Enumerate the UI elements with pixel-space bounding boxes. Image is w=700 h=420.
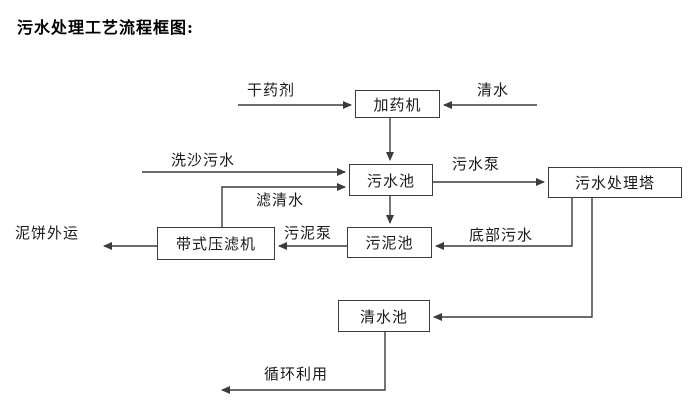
edge-label-clean-water: 清水 — [477, 81, 510, 99]
edge-label-mud-cake-out: 泥饼外运 — [15, 224, 80, 242]
node-sewage-pool: 污水池 — [349, 164, 433, 196]
edge-label-sewage-pump: 污水泵 — [452, 155, 501, 173]
edge-tower-to-clean-arrow — [433, 198, 593, 321]
node-sludge-pool: 污泥池 — [347, 227, 432, 258]
edge-label-recycle: 循环利用 — [264, 365, 329, 383]
node-belt-filter-press: 带式压滤机 — [157, 227, 275, 260]
edge-recycle-arrow — [221, 332, 386, 394]
edge-label-bottom-sewage: 底部污水 — [469, 226, 534, 244]
edge-label-filtered-water: 滤清水 — [256, 191, 305, 209]
edge-label-dry-agent: 干药剂 — [247, 81, 296, 99]
edge-label-sludge-pump: 污泥泵 — [284, 224, 333, 242]
edge-label-sand-washing-sewage: 洗沙污水 — [171, 151, 236, 169]
node-clean-water-pool: 清水池 — [338, 300, 430, 332]
edge-filtered-water-arrow — [221, 183, 346, 227]
edge-bottom-sewage-arrow — [435, 198, 573, 250]
node-dosing-machine: 加药机 — [355, 90, 440, 118]
node-treatment-tower: 污水处理塔 — [548, 167, 682, 198]
page-title: 污水处理工艺流程框图: — [17, 18, 194, 37]
